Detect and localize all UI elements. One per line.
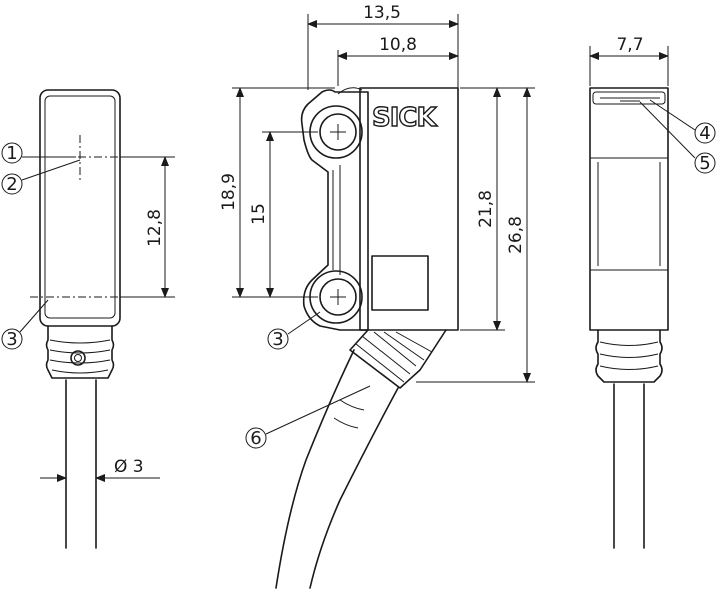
callout-3-mid-circle xyxy=(267,328,289,350)
callout-3-left: 3 xyxy=(6,329,17,350)
callout-1-circle xyxy=(1,142,23,164)
callout-2-circle xyxy=(1,173,23,195)
dim-optical-axis-spacing: 12,8 xyxy=(145,209,165,247)
dim-housing-height: 21,8 xyxy=(476,190,496,228)
front-gland-screw xyxy=(70,350,86,366)
callout-4-circle xyxy=(694,122,716,144)
callout-1: 1 xyxy=(6,143,17,164)
side-gland-threads xyxy=(355,331,433,383)
narrow-housing xyxy=(589,87,669,331)
dim-mount-outer: 18,9 xyxy=(219,173,239,211)
indicator-window xyxy=(371,255,429,311)
dim-hole-pitch: 15 xyxy=(249,203,269,225)
dim-overall-height: 26,8 xyxy=(506,216,526,254)
upper-mounting-hole xyxy=(319,113,357,151)
front-view: 12,8 Ø 3 1 2 3 xyxy=(1,89,175,549)
side-cable-right-edge xyxy=(309,387,399,589)
side-cable-gland xyxy=(349,329,447,389)
dim-cable-diameter: Ø 3 xyxy=(114,457,144,477)
side-view: SICK 13,5 10,8 18,9 15 21,8 xyxy=(219,3,535,589)
brand-logo: SICK xyxy=(372,103,437,133)
callout-2: 2 xyxy=(6,174,17,195)
narrow-gland-threads xyxy=(599,341,659,370)
callout-3-mid: 3 xyxy=(272,329,283,350)
front-lens-window xyxy=(44,95,116,319)
sensor-housing xyxy=(359,87,459,331)
side-cable-left-edge xyxy=(275,349,355,589)
callout-3-left-circle xyxy=(1,328,23,350)
cable-break-mark xyxy=(333,399,365,429)
callout-6: 6 xyxy=(250,428,261,449)
front-cable-gland xyxy=(45,325,115,379)
narrow-top-lens xyxy=(592,91,666,105)
callout-6-circle xyxy=(245,427,267,449)
dim-overall-width: 13,5 xyxy=(363,3,401,23)
callout-5: 5 xyxy=(699,153,710,174)
front-gland-threads xyxy=(49,339,111,374)
narrow-cable-gland xyxy=(595,329,663,383)
narrow-side-view: 7,7 4 5 xyxy=(589,35,716,549)
front-body-outline xyxy=(39,89,121,327)
dim-side-width: 7,7 xyxy=(616,35,643,55)
callout-5-circle xyxy=(694,152,716,174)
mounting-bracket xyxy=(300,89,369,331)
lower-mounting-hole xyxy=(319,278,357,316)
callout-4: 4 xyxy=(699,123,710,144)
dim-housing-width: 10,8 xyxy=(379,35,417,55)
